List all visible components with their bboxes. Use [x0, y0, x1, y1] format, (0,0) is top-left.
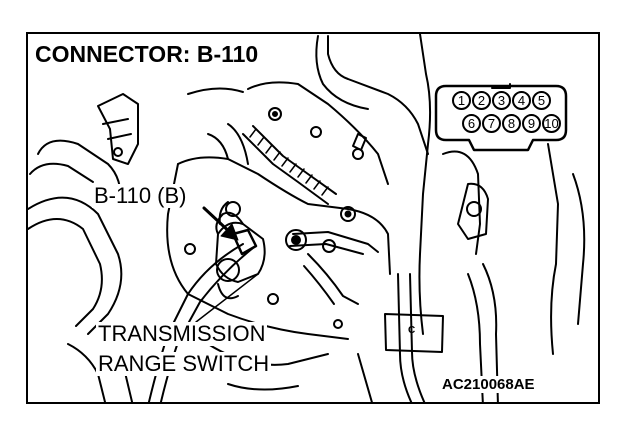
connector-callout-label: B-110 (B): [92, 183, 189, 208]
connector-pin-3: 3: [492, 91, 511, 110]
switch-label-line2: RANGE SWITCH: [96, 351, 272, 376]
connector-pin-4: 4: [512, 91, 531, 110]
connector-pin-5: 5: [532, 91, 551, 110]
engine-diagram-figure: 1 2 3 4 5 6 7 8 9 10 CONNECTOR: B-110 B-…: [26, 32, 600, 404]
connector-pin-2: 2: [472, 91, 491, 110]
connector-pin-8: 8: [502, 114, 521, 133]
connector-pin-6: 6: [462, 114, 481, 133]
pipe-tag-label: C: [408, 325, 416, 336]
figure-code: AC210068AE: [440, 376, 537, 393]
engine-line-drawing: [28, 34, 586, 402]
connector-pin-7: 7: [482, 114, 501, 133]
connector-pin-10: 10: [542, 114, 561, 133]
switch-label-line1: TRANSMISSION: [96, 321, 268, 346]
connector-title: CONNECTOR: B-110: [34, 43, 262, 67]
connector-pin-1: 1: [452, 91, 471, 110]
connector-pin-9: 9: [522, 114, 541, 133]
